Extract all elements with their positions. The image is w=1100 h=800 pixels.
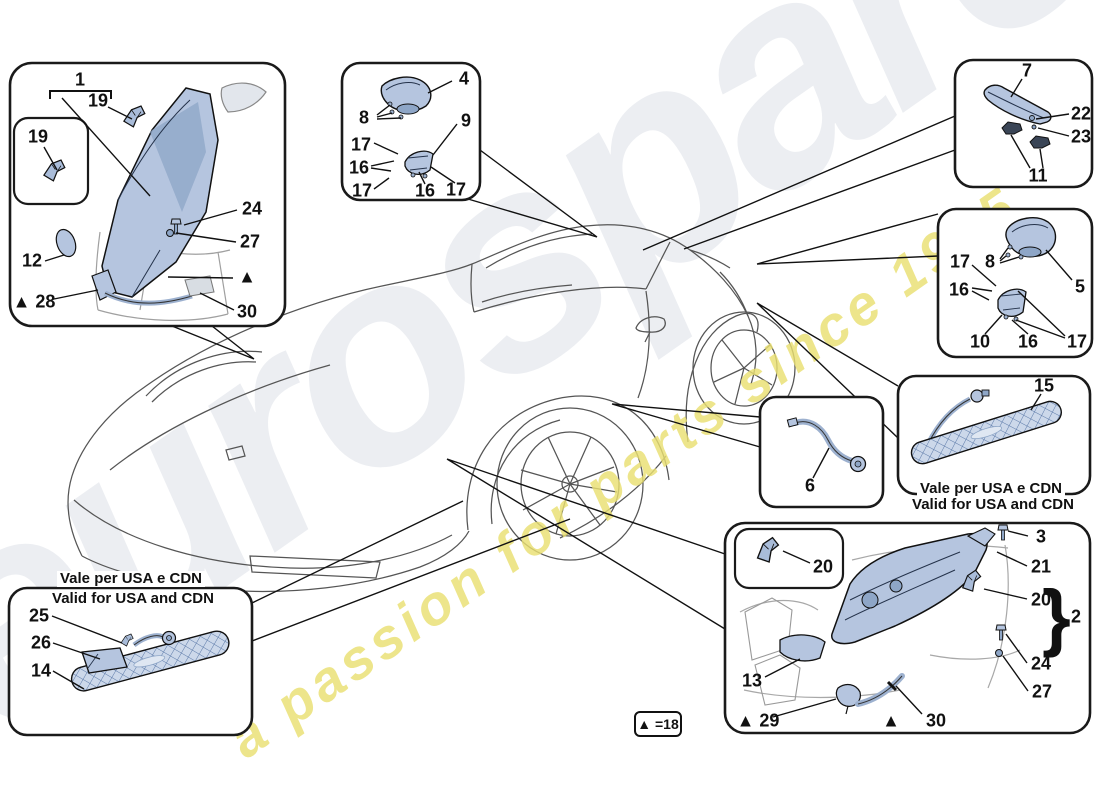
side-marker-front-drawing — [51, 615, 230, 692]
usa-note-rear-line2: Valid for USA and CDN — [909, 497, 1077, 513]
box-front-headlight-inner-19 — [12, 116, 90, 206]
third-brake-light-drawing — [983, 78, 1070, 169]
box-cable — [758, 395, 885, 509]
rear-sensor-drawing — [971, 217, 1073, 339]
taillight-drawing — [739, 524, 1029, 718]
front-headlight-drawing — [43, 82, 267, 321]
leader-lines — [171, 115, 956, 642]
car-drawing — [67, 224, 796, 593]
usa-note-front-line1: Vale per USA e CDN — [57, 571, 205, 587]
box-front-sensor — [340, 61, 482, 202]
box-taillight-inner-20 — [733, 527, 845, 590]
cable-drawing — [786, 417, 867, 479]
legend-triangle-equals-18: ▲ =18 — [634, 711, 682, 737]
box-third-brake-light — [953, 58, 1094, 189]
legend-label: ▲ =18 — [637, 716, 679, 732]
brace-for-item-2: } — [1042, 575, 1071, 658]
front-sensor-drawing — [370, 76, 458, 190]
usa-note-rear-line1: Vale per USA e CDN — [917, 481, 1065, 497]
side-marker-rear-drawing — [910, 389, 1062, 465]
callout-boxes — [7, 58, 1094, 737]
usa-note-front-line2: Valid for USA and CDN — [49, 591, 217, 607]
